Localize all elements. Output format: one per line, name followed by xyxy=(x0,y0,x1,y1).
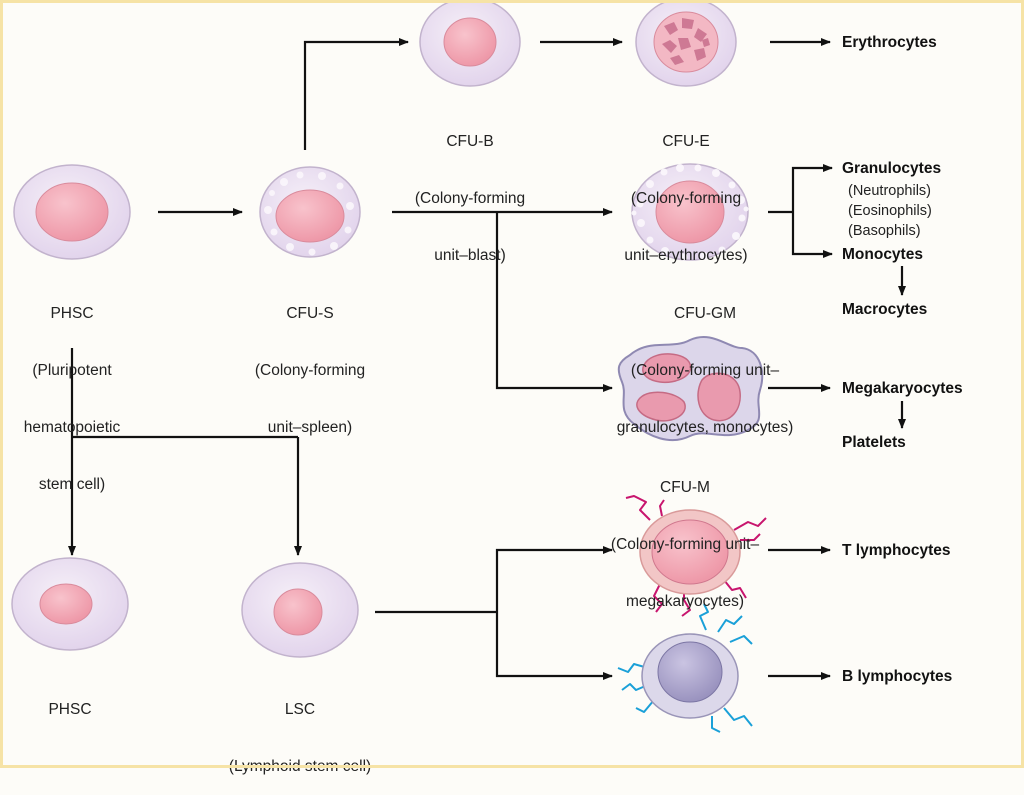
output-neutrophils: (Neutrophils) xyxy=(848,183,931,199)
label-cfu-b: CFU-B (Colony-forming unit–blast) xyxy=(385,94,555,284)
label-lsc-line1: LSC xyxy=(284,701,316,718)
label-lsc-line2: (Lymphoid stem cell) xyxy=(228,758,372,775)
arrow-to-granulocytes xyxy=(791,164,833,212)
label-cfu-s-line3: unit–spleen) xyxy=(267,419,353,436)
cell-lsc xyxy=(241,562,359,658)
label-cfu-s-line2: (Colony-forming xyxy=(254,362,366,379)
arrow-to-b-cell xyxy=(495,612,613,680)
arrow-to-cfu-m xyxy=(495,212,613,392)
label-phsc-main-line3: hematopoietic xyxy=(23,419,121,436)
label-phsc-bottom-line1: PHSC xyxy=(48,701,92,718)
cell-t-cell xyxy=(625,495,767,617)
output-basophils: (Basophils) xyxy=(848,223,921,239)
output-platelets: Platelets xyxy=(842,434,906,451)
output-b-lymphocytes: B lymphocytes xyxy=(842,668,953,685)
label-phsc-main-line4: stem cell) xyxy=(38,476,106,493)
label-cfu-gm-line3: granulocytes, monocytes) xyxy=(616,419,794,436)
label-cfu-s: CFU-S (Colony-forming unit–spleen) xyxy=(225,266,395,456)
label-phsc-main-line2: (Pluripotent xyxy=(32,362,112,379)
cell-b-cell xyxy=(617,603,753,733)
label-cfu-b-line3: unit–blast) xyxy=(434,247,506,264)
label-cfu-m-line2: (Colony-forming unit– xyxy=(610,536,760,553)
label-cfu-m-line3: megakaryocytes) xyxy=(625,593,744,610)
cell-cfu-e xyxy=(635,0,737,87)
label-phsc-main: PHSC (Pluripotent hematopoietic stem cel… xyxy=(2,266,142,513)
label-cfu-m-line1: CFU-M xyxy=(660,479,710,496)
label-cfu-gm-line1: CFU-GM xyxy=(674,305,736,322)
label-cfu-e: CFU-E (Colony-forming unit–erythrocytes) xyxy=(591,94,781,284)
output-eosinophils: (Eosinophils) xyxy=(848,203,932,219)
arrow-cfu-s-to-cfu-b xyxy=(303,38,409,150)
label-cfu-e-line2: (Colony-forming xyxy=(630,190,742,207)
label-lsc: LSC (Lymphoid stem cell) xyxy=(195,662,405,795)
output-erythrocytes: Erythrocytes xyxy=(842,34,937,51)
cell-cfu-s xyxy=(259,166,361,258)
output-macrocytes: Macrocytes xyxy=(842,301,928,318)
output-monocytes: Monocytes xyxy=(842,246,923,263)
label-cfu-s-line1: CFU-S xyxy=(286,305,334,322)
arrow-to-monocytes xyxy=(791,212,833,258)
label-cfu-e-line3: unit–erythrocytes) xyxy=(624,247,748,264)
cell-phsc-bottom xyxy=(11,557,129,651)
label-phsc-bottom: PHSC xyxy=(20,662,120,738)
cell-cfu-gm xyxy=(631,163,749,261)
output-megakaryocytes: Megakaryocytes xyxy=(842,380,963,397)
label-cfu-gm: CFU-GM (Colony-forming unit– granulocyte… xyxy=(580,266,830,456)
label-phsc-main-line1: PHSC xyxy=(50,305,94,322)
connector-lines xyxy=(68,38,906,680)
hematopoiesis-diagram: PHSC (Pluripotent hematopoietic stem cel… xyxy=(0,0,1024,775)
label-cfu-m: CFU-M (Colony-forming unit– megakaryocyt… xyxy=(580,440,790,630)
label-cfu-b-line2: (Colony-forming xyxy=(414,190,526,207)
cell-cfu-m xyxy=(617,336,764,441)
cell-phsc-main xyxy=(13,164,131,260)
diagram-graphics xyxy=(11,0,906,733)
label-cfu-e-line1: CFU-E xyxy=(662,133,710,150)
label-cfu-gm-line2: (Colony-forming unit– xyxy=(630,362,780,379)
output-t-lymphocytes: T lymphocytes xyxy=(842,542,951,559)
label-cfu-b-line1: CFU-B xyxy=(446,133,494,150)
cell-cfu-b xyxy=(419,0,521,87)
arrow-to-t-cell xyxy=(495,546,613,612)
output-granulocytes: Granulocytes xyxy=(842,160,942,177)
